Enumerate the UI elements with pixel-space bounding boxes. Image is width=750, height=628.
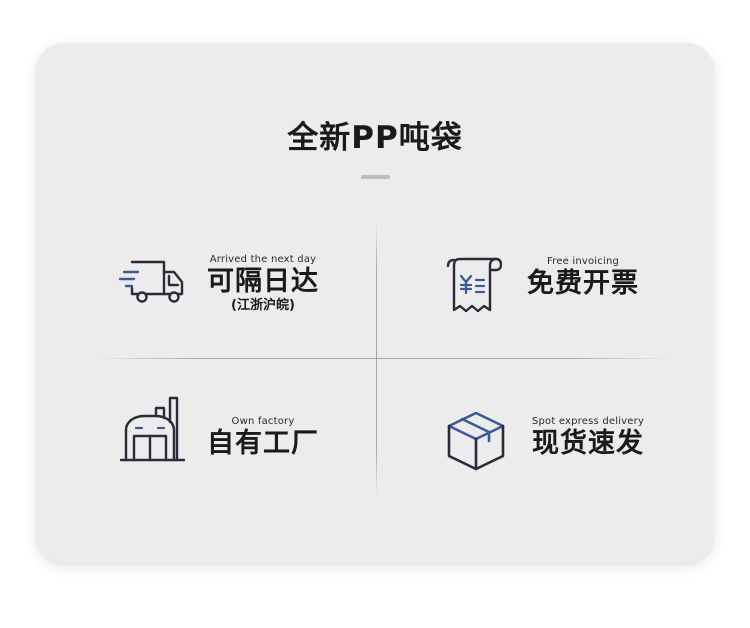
feature-label: 可隔日达: [207, 266, 319, 297]
title-underline: [361, 175, 390, 179]
page-title: 全新PP吨袋: [287, 120, 463, 156]
feature-card: [36, 43, 714, 563]
invoice-receipt-icon: [446, 256, 502, 316]
factory-icon: [120, 396, 186, 462]
feature-label: 现货速发: [532, 428, 644, 459]
vertical-divider: [376, 222, 377, 497]
feature-subtitle: Arrived the next day: [209, 254, 317, 265]
feature-label: 免费开票: [527, 268, 639, 299]
horizontal-divider: [95, 358, 670, 359]
feature-note: (江浙沪皖): [231, 298, 295, 313]
feature-free-invoice: Free invoicing 免费开票: [518, 256, 648, 300]
delivery-truck-icon: [118, 258, 186, 308]
feature-subtitle: Spot express delivery: [531, 416, 645, 427]
package-box-icon: [446, 410, 506, 472]
feature-subtitle: Own factory: [231, 416, 295, 427]
feature-spot-delivery: Spot express delivery 现货速发: [518, 416, 658, 460]
feature-label: 自有工厂: [207, 428, 319, 459]
feature-subtitle: Free invoicing: [546, 256, 620, 267]
feature-next-day: Arrived the next day 可隔日达 (江浙沪皖): [198, 254, 328, 314]
feature-own-factory: Own factory 自有工厂: [198, 416, 328, 460]
